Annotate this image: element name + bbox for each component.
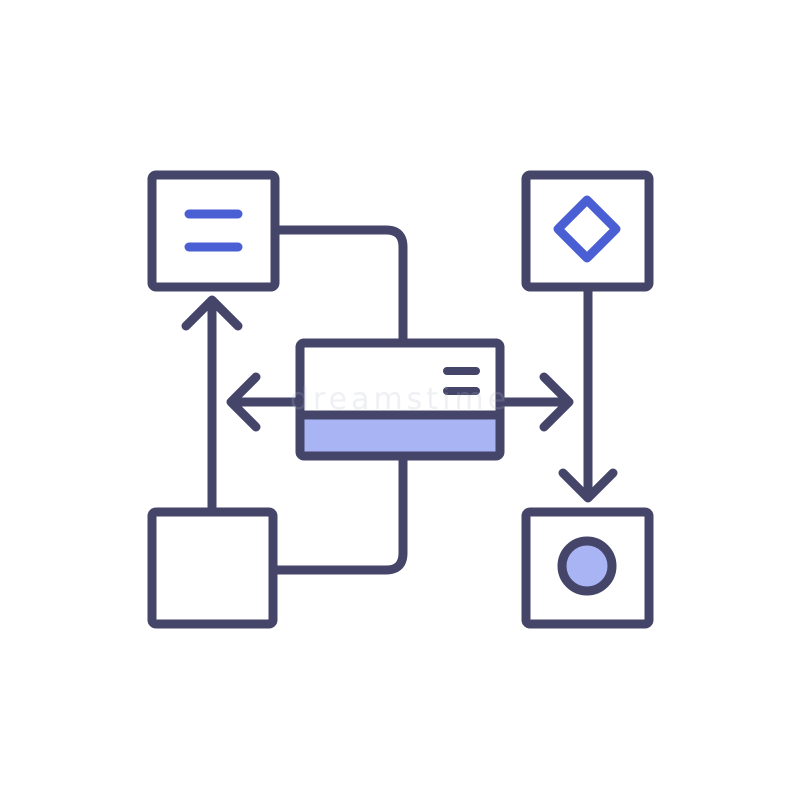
arrow-up-head <box>181 295 243 331</box>
card-stripe <box>300 418 500 454</box>
card-outline <box>295 338 505 461</box>
center-card <box>295 338 505 461</box>
card-text-lines-icon <box>443 367 480 395</box>
top-right-box <box>521 170 654 292</box>
arrow-right-head <box>539 372 574 432</box>
top-left-box <box>147 170 280 292</box>
connector-top-left-to-card <box>271 225 408 348</box>
circle-icon <box>557 536 617 596</box>
connector-card-to-bottom-left <box>270 453 408 575</box>
arrow-down-head <box>558 468 618 503</box>
bottom-left-box <box>147 507 278 629</box>
text-lines-icon <box>184 209 243 252</box>
arrow-left-head <box>226 372 261 432</box>
diamond-icon <box>553 195 621 263</box>
